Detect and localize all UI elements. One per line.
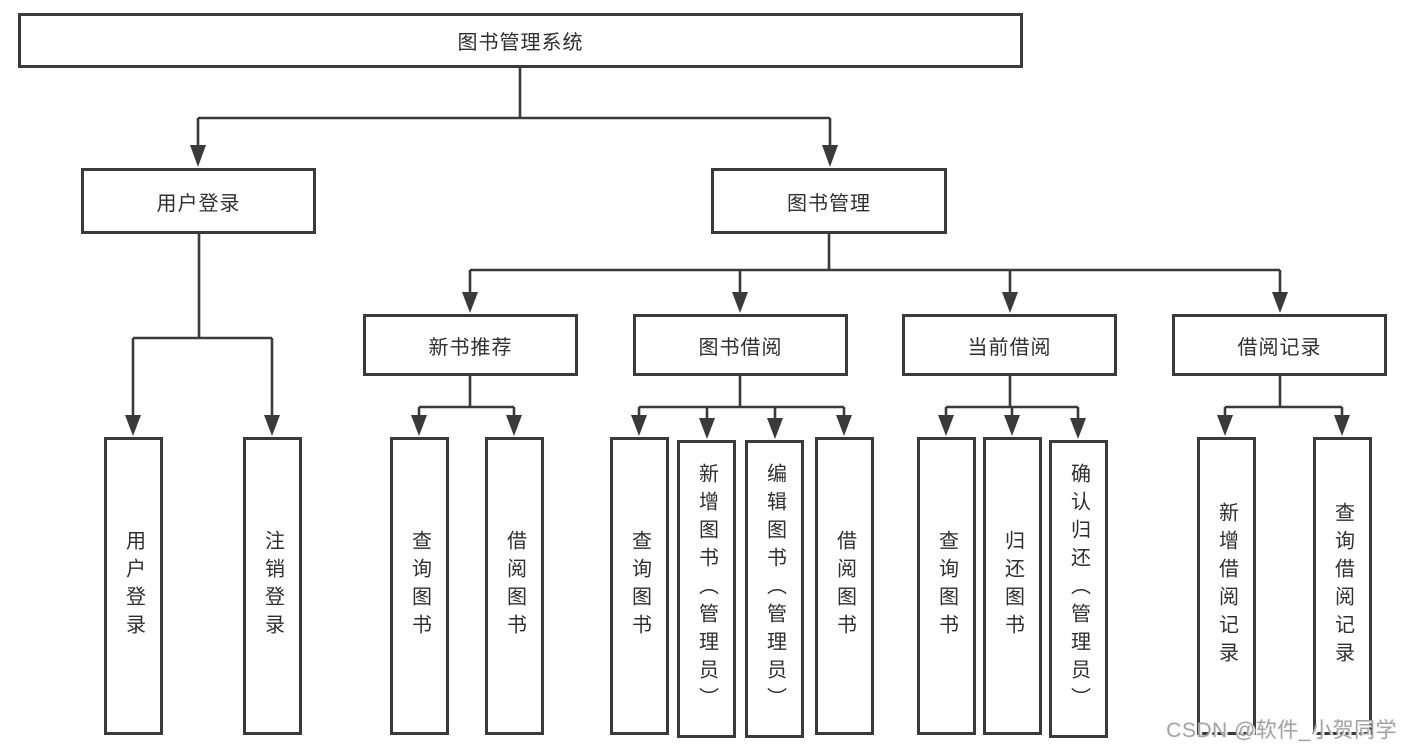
leaf-logout: 注销登录 bbox=[243, 437, 302, 735]
node-label: 归还图书 bbox=[1001, 530, 1024, 642]
leaf-query-books-recommend: 查询图书 bbox=[390, 437, 449, 735]
leaf-query-books-borrow: 查询图书 bbox=[610, 437, 669, 735]
watermark: CSDN @软件_小贺同学 bbox=[1166, 719, 1397, 742]
leaf-query-borrow-record: 查询借阅记录 bbox=[1313, 437, 1372, 735]
node-label: 当前借阅 bbox=[967, 336, 1052, 359]
leaf-add-borrow-record: 新增借阅记录 bbox=[1197, 437, 1256, 735]
node-label: 注销登录 bbox=[261, 530, 284, 642]
node-book-borrow: 图书借阅 bbox=[633, 314, 848, 376]
node-label: 图书管理 bbox=[787, 192, 871, 215]
node-label: 新增借阅记录 bbox=[1215, 502, 1238, 670]
leaf-borrow-books-recommend: 借阅图书 bbox=[485, 437, 544, 735]
node-new-book-recommend: 新书推荐 bbox=[363, 314, 578, 376]
node-label: 确认归还（管理员） bbox=[1067, 463, 1090, 715]
node-label: 借阅图书 bbox=[503, 530, 526, 642]
node-label: 查询借阅记录 bbox=[1331, 502, 1354, 670]
node-label: 编辑图书（管理员） bbox=[763, 463, 786, 715]
node-label: 查询图书 bbox=[408, 530, 431, 642]
node-current-borrow: 当前借阅 bbox=[902, 314, 1117, 376]
leaf-confirm-return-admin: 确认归还（管理员） bbox=[1049, 440, 1108, 738]
node-book-management: 图书管理 bbox=[711, 168, 947, 234]
node-label: 用户登录 bbox=[122, 530, 145, 642]
leaf-return-books: 归还图书 bbox=[983, 437, 1042, 735]
arrowhead-icons bbox=[125, 145, 1350, 439]
node-label: 查询图书 bbox=[935, 530, 958, 642]
node-user-login: 用户登录 bbox=[81, 168, 316, 234]
leaf-add-books-admin: 新增图书（管理员） bbox=[677, 440, 736, 738]
leaf-user-login: 用户登录 bbox=[104, 437, 163, 735]
node-label: 图书借阅 bbox=[698, 336, 783, 359]
leaf-query-books-current: 查询图书 bbox=[917, 437, 976, 735]
node-label: 新书推荐 bbox=[428, 336, 513, 359]
node-label: 新增图书（管理员） bbox=[695, 463, 718, 715]
node-library-management-system: 图书管理系统 bbox=[18, 13, 1023, 68]
node-borrow-records: 借阅记录 bbox=[1172, 314, 1387, 376]
leaf-edit-books-admin: 编辑图书（管理员） bbox=[745, 440, 804, 738]
node-label: 借阅记录 bbox=[1237, 336, 1322, 359]
node-label: 图书管理系统 bbox=[457, 32, 584, 54]
node-label: 用户登录 bbox=[156, 192, 241, 215]
node-label: 查询图书 bbox=[628, 530, 651, 642]
leaf-borrow-books: 借阅图书 bbox=[815, 437, 874, 735]
node-label: 借阅图书 bbox=[833, 530, 856, 642]
